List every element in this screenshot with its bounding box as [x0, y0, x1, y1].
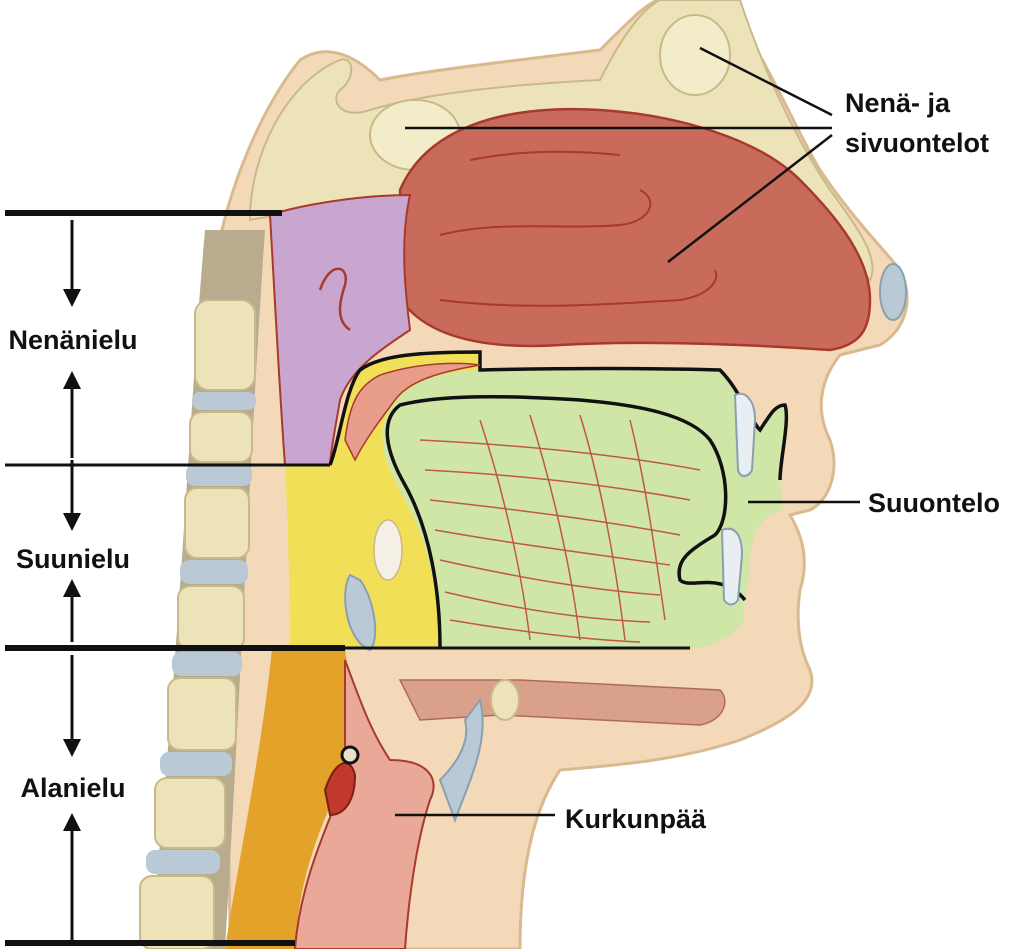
nasal-concha-2 — [469, 150, 621, 161]
soft-palate-outline — [328, 350, 789, 481]
intervertebral-disc — [192, 392, 256, 410]
oropharynx-area — [285, 352, 480, 648]
label-sinuses-line1: Nenä- ja — [845, 88, 951, 118]
adenoid-fold — [318, 267, 351, 332]
epiglottis — [344, 573, 377, 652]
intervertebral-disc — [180, 560, 248, 584]
nasal-cartilage — [879, 263, 907, 321]
vertebra — [167, 677, 237, 751]
intervertebral-disc — [186, 464, 252, 486]
nasal-concha-1 — [439, 189, 652, 236]
leader-sinus-frontal — [699, 46, 833, 117]
upper-incisor — [733, 392, 757, 477]
vertebra — [189, 411, 253, 463]
hyoid-bone — [490, 679, 520, 721]
vertebrae — [139, 299, 256, 949]
label-larynx: Kurkunpää — [565, 804, 707, 834]
tonsil — [373, 519, 403, 581]
label-sinuses-line2: sivuontelot — [845, 128, 989, 158]
label-oropharynx: Suunielu — [16, 544, 130, 574]
nasal-cavity — [398, 107, 872, 352]
vertebra — [184, 487, 250, 559]
tongue-muscle-fibers — [419, 414, 701, 643]
intervertebral-disc — [146, 850, 220, 874]
larynx-tube — [293, 659, 435, 949]
label-hypopharynx: Alanielu — [20, 773, 125, 803]
vertebra — [177, 585, 245, 651]
intervertebral-disc — [160, 752, 232, 776]
hypopharynx-area — [225, 648, 362, 949]
vertebra — [139, 875, 215, 949]
lower-incisor — [720, 527, 744, 606]
intervertebral-disc — [172, 652, 242, 676]
leader-nasal-cavity — [667, 134, 833, 263]
nasal-concha-3 — [439, 269, 718, 307]
vertebra — [194, 299, 256, 391]
vocal-fold — [323, 762, 357, 817]
label-nasopharynx: Nenänielu — [8, 325, 137, 355]
thyroid-cartilage — [438, 697, 484, 823]
vertebra — [154, 777, 226, 849]
oral-cavity-area — [382, 352, 787, 648]
leader-lines — [395, 46, 860, 817]
arytenoid-cartilage — [340, 745, 360, 765]
label-oral-cavity: Suuontelo — [868, 488, 1000, 518]
frontal-sinus — [659, 14, 731, 96]
tongue-outline — [385, 394, 747, 649]
palate-pink-tissue — [344, 362, 481, 462]
